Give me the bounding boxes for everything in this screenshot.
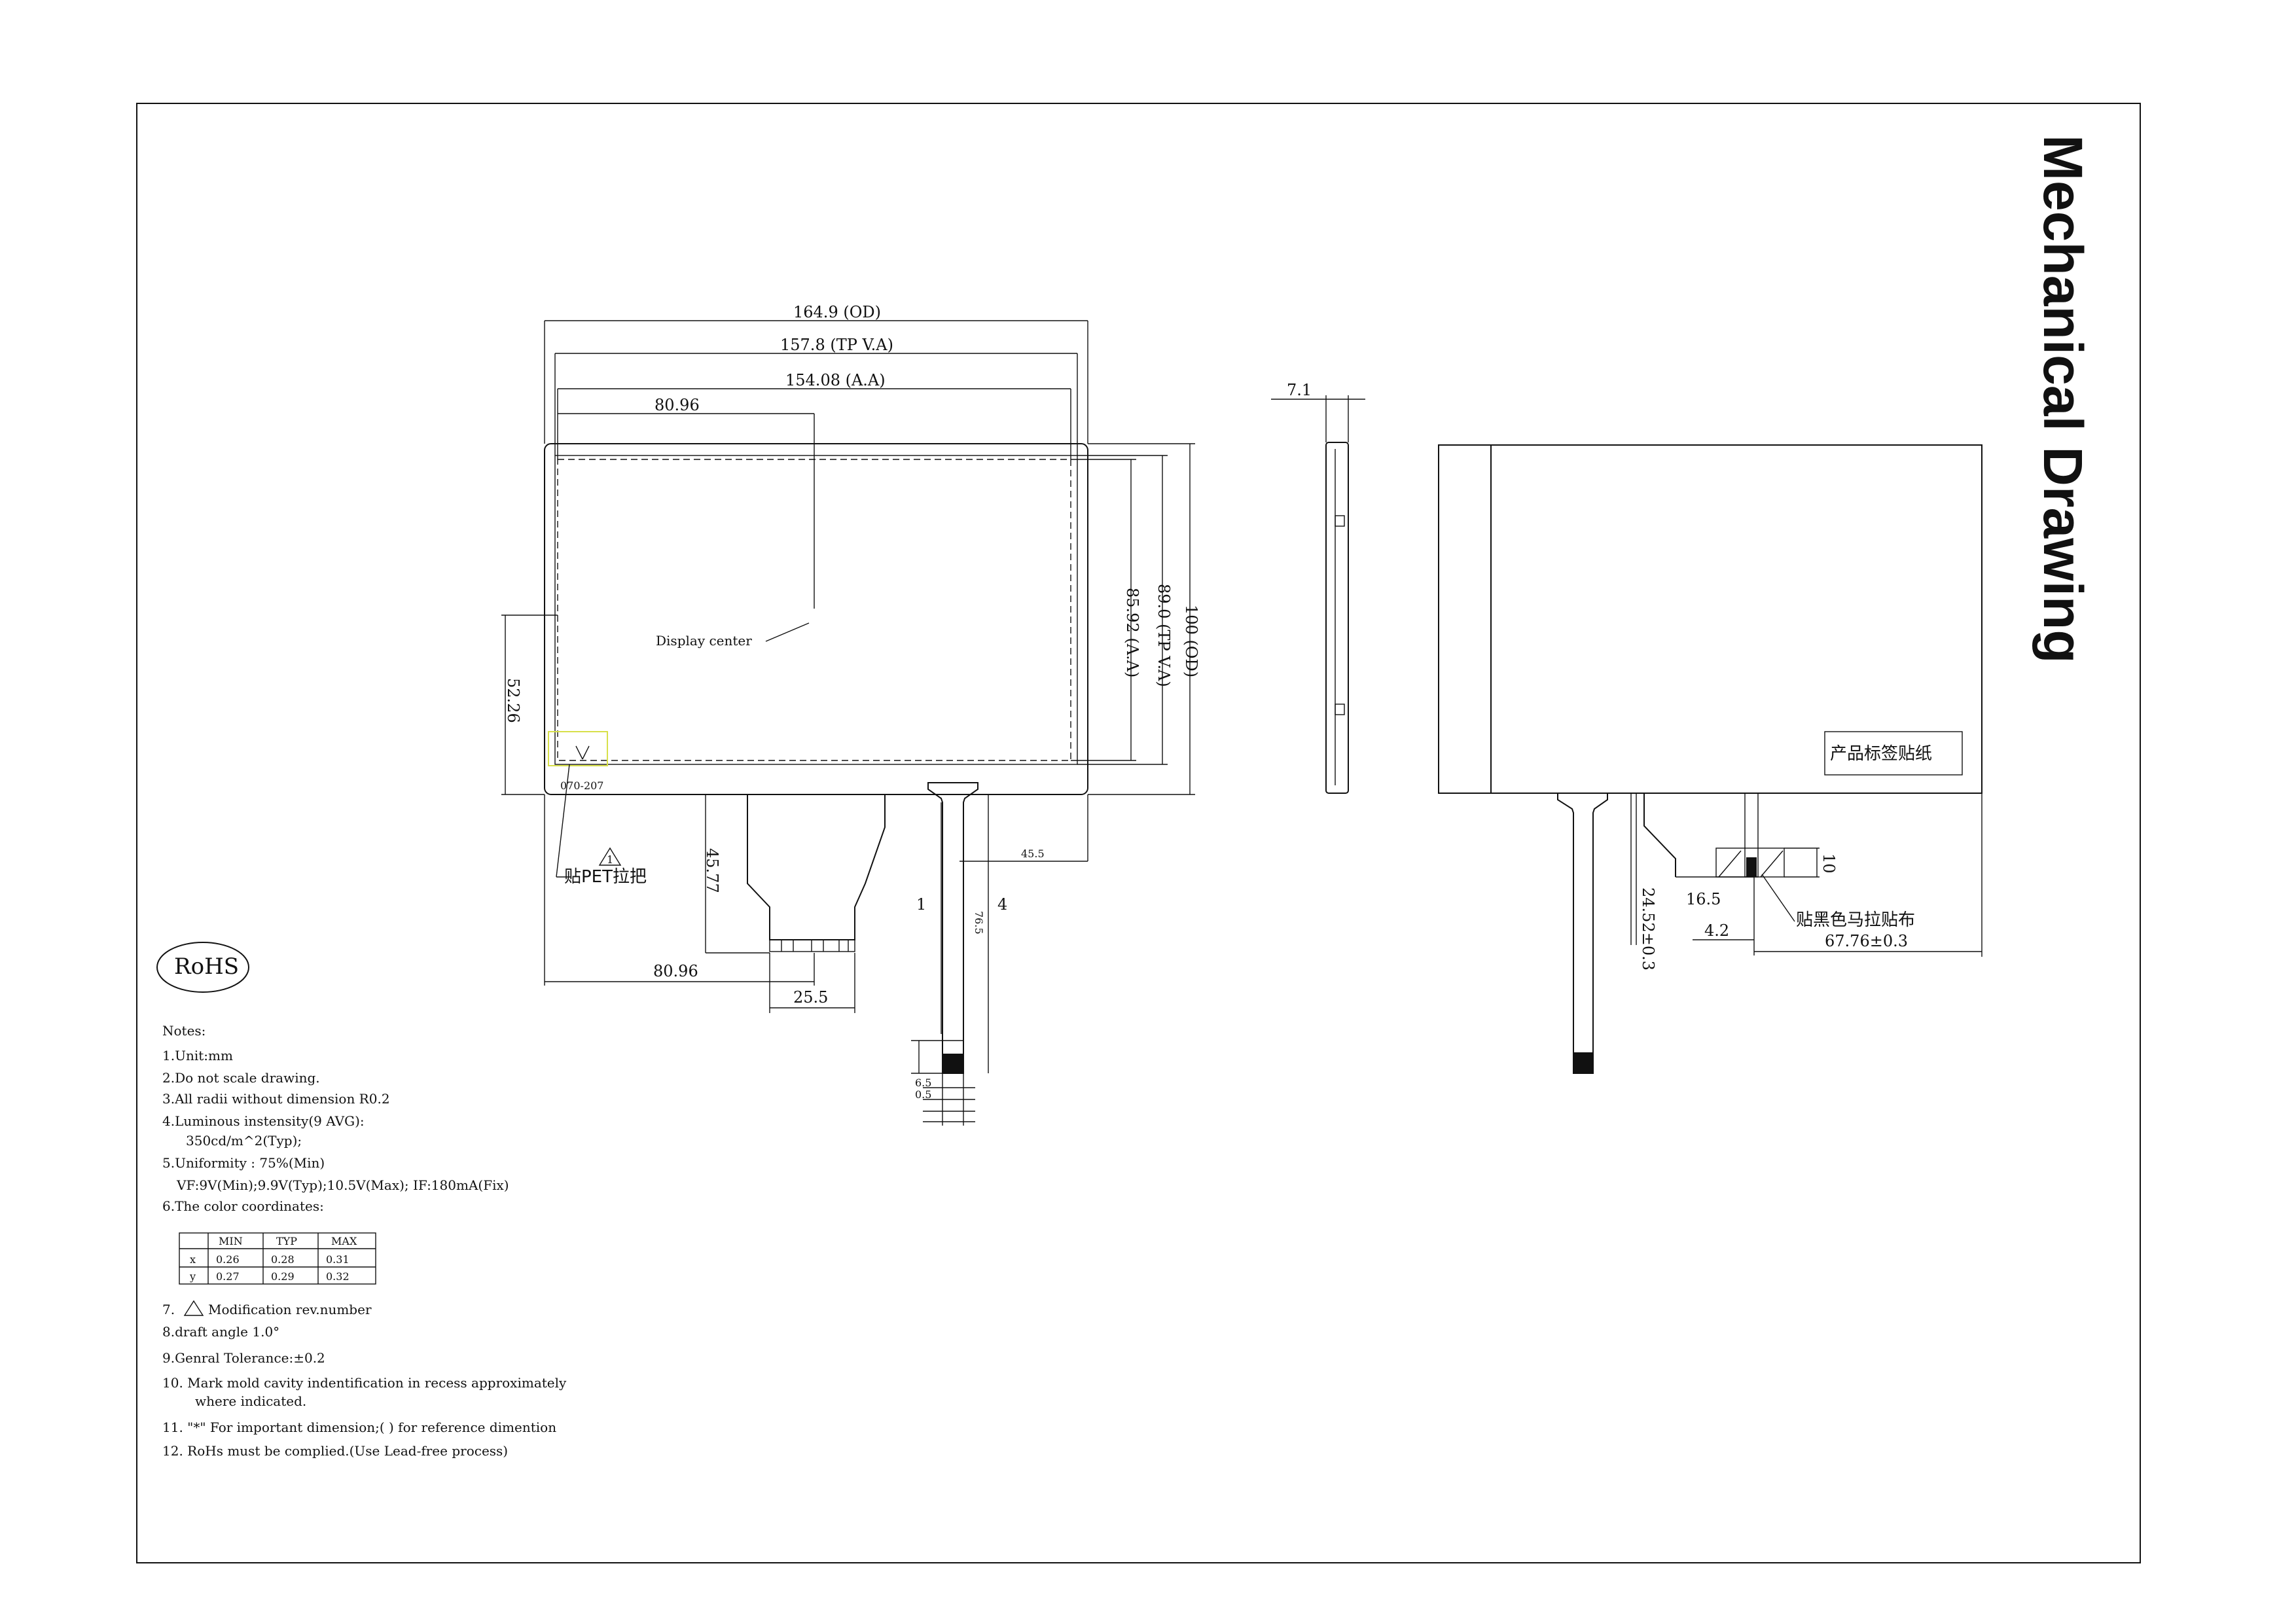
dim-tp-va-width: 157.8 (TP V.A): [780, 336, 893, 354]
rev-triangle-icon: 1: [598, 847, 622, 866]
dim-fpc-width: 25.5: [793, 988, 828, 1007]
note-11: 11. "*" For important dimension;( ) for …: [162, 1419, 556, 1435]
note-1: 1.Unit:mm: [162, 1048, 233, 1063]
side-profile: [1325, 442, 1349, 794]
svg-text:x: x: [190, 1253, 196, 1266]
note-8: 8.draft angle 1.0°: [162, 1324, 279, 1340]
pin-1-label: 1: [916, 895, 926, 914]
rev-mark-box: [548, 731, 608, 766]
dim-od-width: 164.9 (OD): [793, 303, 881, 321]
note-5: 5.Uniformity : 75%(Min): [162, 1155, 325, 1171]
dim-aa-height: 85.92 (A.A): [1123, 588, 1141, 677]
rohs-badge: RoHS: [156, 942, 249, 993]
dim-od-height: 100 (OD): [1182, 605, 1200, 677]
pin-4-label: 4: [997, 895, 1007, 914]
side-view: 7.1: [1271, 381, 1365, 794]
drawing-border: [136, 103, 2141, 1563]
note-12: 12. RoHs must be complied.(Use Lead-free…: [162, 1443, 508, 1459]
back-outline: [1438, 444, 1982, 794]
dim-fpc-offset: 45.77: [703, 848, 721, 893]
note-3: 3.All radii without dimension R0.2: [162, 1091, 390, 1107]
svg-text:0.28: 0.28: [271, 1253, 295, 1266]
tp-view-area: [554, 455, 1078, 765]
pet-tab-label: 贴PET拉把: [564, 867, 647, 887]
svg-text:y: y: [189, 1270, 196, 1283]
dim-tp-va-height: 89.0 (TP V.A): [1155, 584, 1173, 687]
dim-d67-76: 67.76±0.3: [1825, 932, 1908, 950]
dim-d10: 10: [1820, 853, 1838, 874]
svg-text:0.31: 0.31: [326, 1253, 350, 1266]
dim-aa-width: 154.08 (A.A): [785, 371, 886, 389]
note-9: 9.Genral Tolerance:±0.2: [162, 1350, 325, 1366]
note-2: 2.Do not scale drawing.: [162, 1070, 320, 1086]
dim-tail-offset: 45.5: [1021, 847, 1045, 860]
notes-section: Notes: 1.Unit:mm 2.Do not scale drawing.…: [162, 1023, 567, 1459]
note-7-text: Modification rev.number: [208, 1302, 372, 1317]
note-6: 6.The color coordinates:: [162, 1198, 324, 1214]
dim-d16-5: 16.5: [1686, 890, 1721, 908]
svg-text:0.26: 0.26: [216, 1253, 240, 1266]
tape-label: 贴黑色马拉贴布: [1796, 910, 1915, 930]
dim-thickness: 7.1: [1287, 381, 1312, 399]
dim-tail-length: 76.5: [973, 911, 985, 935]
color-coordinates-table: MIN TYP MAX x 0.26 0.28 0.31 y 0.27 0.29…: [179, 1232, 376, 1285]
svg-text:0.27: 0.27: [216, 1270, 240, 1283]
svg-text:TYP: TYP: [276, 1235, 297, 1247]
dim-center-x: 80.96: [655, 396, 700, 414]
svg-text:0.32: 0.32: [326, 1270, 350, 1283]
part-code: 070-207: [560, 779, 603, 792]
product-label-text: 产品标签贴纸: [1830, 744, 1932, 764]
svg-text:MAX: MAX: [331, 1235, 357, 1247]
dim-d4-2: 4.2: [1704, 921, 1729, 940]
note-4: 4.Luminous instensity(9 AVG):: [162, 1113, 365, 1129]
note-5-electrical: VF:9V(Min);9.9V(Typ);10.5V(Max); IF:180m…: [176, 1177, 509, 1193]
svg-text:1: 1: [607, 853, 613, 866]
notes-header: Notes:: [162, 1023, 206, 1039]
dim-bottom-x: 80.96: [653, 962, 698, 980]
display-center-label: Display center: [656, 633, 752, 649]
note-10-cont: where indicated.: [195, 1393, 306, 1409]
dim-center-y: 52.26: [504, 678, 522, 723]
product-label-sticker: [1824, 731, 1963, 776]
svg-text:MIN: MIN: [219, 1235, 243, 1247]
note-7: 7.: [162, 1302, 175, 1317]
fpc-flex-cable: [747, 794, 886, 952]
note-10: 10. Mark mold cavity indentification in …: [162, 1375, 567, 1391]
back-view: 产品标签贴纸 10 16.5 24.52±0.3 4.2 67.76±0.3 贴…: [1438, 444, 1982, 1074]
panel-outline: [544, 443, 1088, 795]
drawing-title: Mechanical Drawing: [2032, 135, 2094, 664]
touch-panel-tail: [927, 782, 978, 1074]
rev-warning-icon: [183, 1300, 204, 1316]
front-view: 164.9 (OD) 157.8 (TP V.A) 154.08 (A.A) 8…: [501, 303, 1200, 1126]
dim-pitch-b: 0.5: [915, 1088, 931, 1101]
svg-text:RoHS: RoHS: [174, 954, 239, 980]
dim-d24-52: 24.52±0.3: [1639, 887, 1657, 971]
note-4-value: 350cd/m^2(Typ);: [186, 1133, 302, 1149]
svg-text:0.29: 0.29: [271, 1270, 295, 1283]
dim-pitch-a: 6.5: [915, 1077, 931, 1089]
